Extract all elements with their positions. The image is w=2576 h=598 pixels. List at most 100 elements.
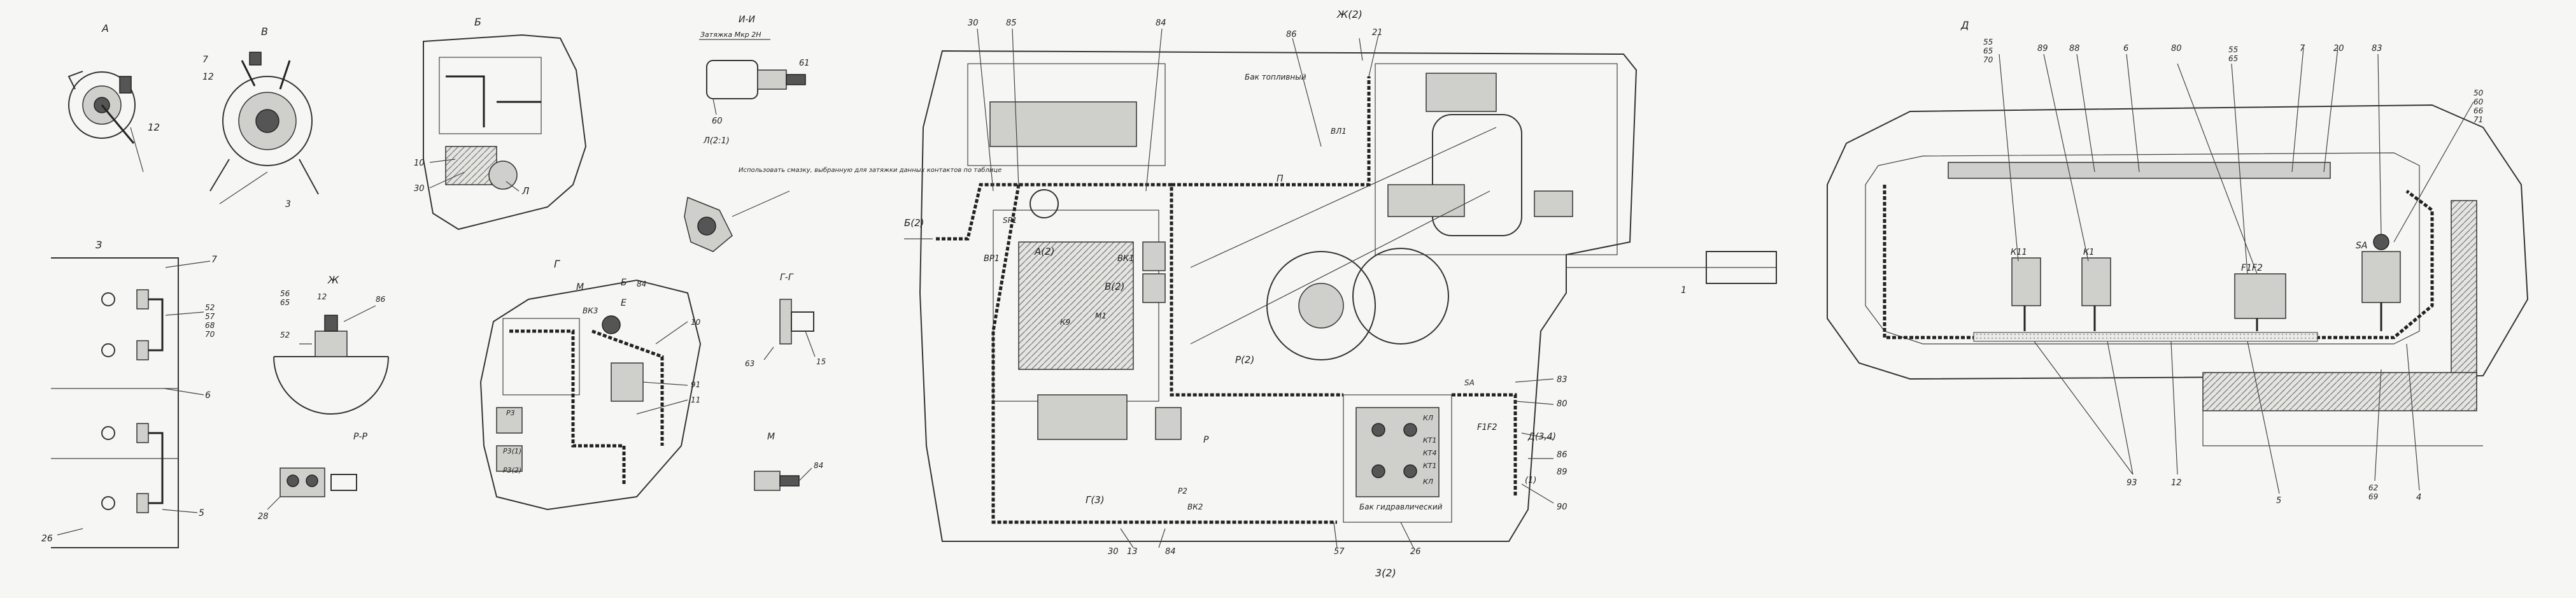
d-callout-89: 89: [2037, 44, 2048, 53]
main-callout-1: 1: [1681, 285, 1687, 295]
view-b: Б 10 30 Л: [414, 16, 587, 231]
main-callout-86b: 86: [1557, 450, 1568, 460]
main-comp-v2: В(2): [1105, 281, 1125, 292]
main-callout-21: 21: [1372, 28, 1383, 38]
callout-a-12: 12: [148, 122, 160, 133]
main-comp-vr1: ВР1: [984, 254, 1000, 264]
callout-b-30: 30: [414, 184, 425, 194]
callout-m-84: 84: [814, 461, 823, 470]
main-plan-view: Бак топливный Бак гидравлический: [904, 8, 1777, 579]
callout-b-10: 10: [414, 159, 425, 168]
d-callout-6: 6: [2123, 44, 2128, 53]
callout-zh-12: 12: [317, 292, 327, 301]
view-p: Р-Р 28: [258, 432, 367, 522]
d-callout-93: 93: [2127, 478, 2137, 488]
d-comp-sa: SA: [2356, 241, 2367, 251]
view-lu-note: Использовать смазку, выбранную для затяж…: [739, 166, 1001, 174]
callout-g-b: Б: [621, 278, 627, 288]
main-callout-bottom-13: 13: [1127, 547, 1138, 557]
view-z-title: З: [96, 239, 102, 251]
main-comp-sa: SA: [1464, 378, 1475, 387]
callout-v-7: 7: [202, 55, 208, 65]
main-callout-d34: Д(3,4): [1527, 432, 1556, 442]
main-comp-p: П: [1277, 174, 1284, 184]
main-callout-89: 89: [1557, 467, 1568, 477]
main-comp-kt4: КТ4: [1423, 449, 1437, 457]
d-callout-60: 60: [2473, 97, 2484, 106]
main-callout-bottom-84: 84: [1165, 547, 1176, 557]
d-callout-71: 71: [2473, 115, 2483, 124]
main-comp-a2: А(2): [1034, 246, 1055, 257]
callout-gg-15: 15: [816, 357, 826, 366]
callout-ii-61: 61: [799, 59, 810, 68]
callout-g-p3-1: Р3(1): [503, 447, 521, 455]
view-gg-title: Г-Г: [780, 273, 794, 283]
main-comp-p2: Р2: [1178, 487, 1187, 495]
view-zh-title: Ж: [327, 274, 339, 286]
view-v-title: В: [261, 25, 268, 38]
callout-p-28: 28: [258, 512, 269, 522]
d-callout-65b: 65: [2228, 54, 2238, 63]
callout-z-57: 57: [205, 312, 215, 321]
callout-g-11: 11: [691, 395, 700, 404]
d-callout-20: 20: [2333, 44, 2344, 53]
main-callout-bottom-26: 26: [1410, 547, 1421, 557]
d-callout-55b: 55: [2228, 45, 2238, 54]
callout-v-12: 12: [202, 72, 214, 82]
view-g-title: Г: [554, 258, 560, 270]
d-callout-7: 7: [2300, 44, 2305, 53]
d-callout-70: 70: [1983, 55, 1993, 64]
main-callout-bottom-57: 57: [1334, 547, 1345, 557]
view-m-title: М: [767, 432, 775, 442]
callout-z-5: 5: [199, 508, 204, 518]
d-comp-k1: К1: [2083, 248, 2095, 257]
view-gg: Г-Г 63 15: [745, 273, 826, 368]
callout-zh-65: 65: [280, 298, 290, 307]
view-zh: Ж 56 65 12 86 52: [273, 274, 389, 415]
callout-zh-56: 56: [280, 289, 290, 298]
d-callout-88: 88: [2069, 44, 2080, 53]
main-comp-kt1-b: КТ1: [1423, 462, 1437, 470]
main-comp-k9: К9: [1060, 318, 1070, 327]
main-comp-f1f2: F1F2: [1477, 423, 1497, 432]
main-text-fuel-tank: Бак топливный: [1245, 73, 1306, 82]
main-comp-kt1-a: КТ1: [1423, 436, 1437, 445]
view-ii: И-И Затяжка Мкр 2Н 61 60: [699, 15, 810, 126]
callout-v-3: 3: [285, 199, 291, 210]
main-callout-80: 80: [1557, 399, 1568, 409]
callout-z-6: 6: [205, 390, 211, 401]
main-callout-b2: Б(2): [904, 217, 924, 229]
callout-b-l: Л: [521, 185, 529, 197]
view-lu-title: Л(2:1): [703, 136, 730, 146]
d-callout-65a: 65: [1983, 46, 1993, 55]
main-callout-83: 83: [1557, 375, 1568, 385]
d-callout-4: 4: [2416, 493, 2421, 502]
callout-z-7: 7: [211, 255, 217, 265]
view-ii-note: Затяжка Мкр 2Н: [700, 31, 761, 39]
view-lu: Л(2:1) Использовать смазку, выбранную дл…: [684, 136, 1001, 252]
callout-z-68: 68: [205, 321, 215, 330]
main-callout-90: 90: [1557, 502, 1568, 512]
main-comp-1-paren: (1): [1525, 476, 1536, 485]
main-comp-r2: Р(2): [1235, 354, 1254, 366]
d-comp-f1f2: F1F2: [2241, 263, 2263, 273]
callout-gg-63: 63: [745, 359, 754, 368]
main-comp-vl1: ВЛ1: [1331, 127, 1347, 136]
d-callout-55a: 55: [1983, 38, 1993, 46]
view-g: Г М ВК3 Б 84 Е 10 91 11 Р3 Р3(1) Р3(2): [479, 258, 702, 511]
callout-zh-86: 86: [376, 295, 386, 304]
callout-g-m: М: [576, 282, 584, 292]
callout-g-vk3: ВК3: [583, 306, 598, 315]
callout-zh-52: 52: [280, 331, 290, 339]
callout-g-84: 84: [637, 280, 646, 288]
callout-g-10: 10: [691, 318, 701, 327]
view-a-title: А: [101, 22, 109, 34]
view-m: М 84: [754, 432, 823, 491]
callout-z-26: 26: [41, 534, 53, 544]
main-callout-84: 84: [1156, 18, 1166, 28]
callout-z-70: 70: [205, 330, 215, 339]
view-ii-title: И-И: [739, 15, 756, 25]
d-callout-69: 69: [2368, 492, 2378, 501]
